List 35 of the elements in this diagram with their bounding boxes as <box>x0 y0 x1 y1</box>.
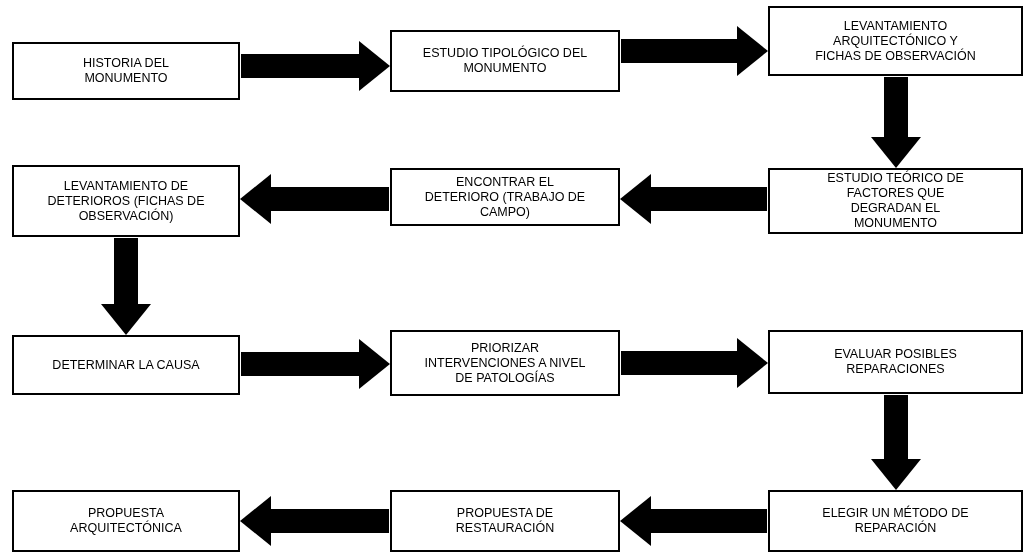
process-box <box>390 30 620 92</box>
block-arrow <box>621 26 768 76</box>
block-arrow <box>241 41 390 91</box>
block-arrow <box>871 395 921 490</box>
step-label: HISTORIA DEL MONUMENTO <box>82 56 170 86</box>
step-label: ESTUDIO TEÓRICO DE FACTORES QUE DEGRADAN EL MONUMENTO <box>826 171 965 231</box>
block-arrow <box>101 238 151 335</box>
process-box <box>768 6 1023 76</box>
process-box <box>12 490 240 552</box>
process-box <box>390 330 620 396</box>
step-label: ENCONTRAR EL DETERIORO (TRABAJO DE CAMPO) <box>423 174 587 220</box>
process-box <box>12 42 240 100</box>
step-label: ELEGIR UN MÉTODO DE REPARACIÓN <box>821 506 970 536</box>
step-label: PROPUESTA ARQUITECTÓNICA <box>69 506 183 536</box>
step-label: LEVANTAMIENTO DE DETERIOROS (FICHAS DE OBSERVACIÓN) <box>46 178 206 224</box>
process-box <box>390 490 620 552</box>
step-label: PRIORIZAR INTERVENCIONES A NIVEL DE PATOLOGÍAS <box>423 340 587 386</box>
block-arrow <box>240 496 389 546</box>
step-label: DETERMINAR LA CAUSA <box>52 357 200 373</box>
block-arrow <box>621 338 768 388</box>
process-box <box>768 490 1023 552</box>
block-arrow <box>240 174 389 224</box>
process-box <box>12 335 240 395</box>
step-label: PROPUESTA DE RESTAURACIÓN <box>454 506 556 536</box>
process-box <box>12 165 240 237</box>
block-arrow <box>241 339 390 389</box>
block-arrow <box>871 77 921 168</box>
block-arrow <box>620 174 767 224</box>
process-box <box>768 330 1023 394</box>
block-arrow <box>620 496 767 546</box>
step-label: ESTUDIO TIPOLÓGICO DEL MONUMENTO <box>421 46 589 76</box>
step-label: LEVANTAMIENTO ARQUITECTÓNICO Y FICHAS DE OBSERVACIÓN <box>814 18 977 64</box>
process-box <box>390 168 620 226</box>
process-box <box>768 168 1023 234</box>
step-label: EVALUAR POSIBLES REPARACIONES <box>833 347 958 377</box>
